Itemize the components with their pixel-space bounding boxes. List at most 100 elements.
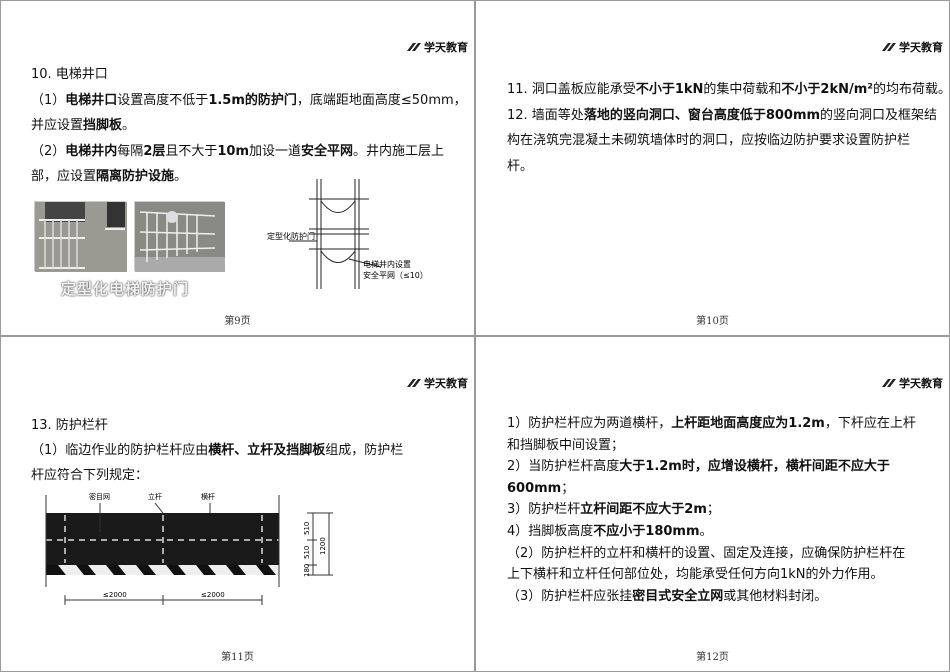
text: 2）当防护栏杆高度 (507, 459, 620, 475)
text: 12. 墙面等处 (507, 107, 584, 123)
text-line: 2）当防护栏杆高度大于1.2m时，应增设横杆，横杆间距不应大于 (507, 456, 916, 478)
text: 。 (122, 118, 136, 133)
bold-text: 立杆间距不应大于2m (580, 502, 707, 518)
bold-text: 挡脚板 (83, 118, 123, 133)
text-line: （1）临边作业的防护栏杆应由横杆、立杆及挡脚板组成，防护栏 (31, 438, 403, 463)
text: ，底端距地面高度≤50mm， (296, 92, 467, 108)
bold-text: 电梯井内 (65, 143, 118, 159)
text: （2）防护栏杆的立杆和横杆的设置、固定及连接，应确保防护栏杆在 (507, 545, 906, 561)
logo-icon (882, 43, 896, 51)
text: （1）临边作业的防护栏杆应由 (31, 443, 209, 458)
text: ； (561, 480, 575, 496)
text: 每隔 (117, 143, 144, 159)
slide-body: 11. 洞口盖板应能承受不小于1kN的集中荷载和不小于2kN/m²的均布荷载。1… (507, 77, 950, 179)
elevator-shaft-diagram: 定型化防护门 电梯井内设置 安全平网（≤10） (267, 179, 428, 289)
text: 的集中荷载和 (703, 82, 782, 97)
guardrail-diagram: 密目网 立杆 横杆 ≤2000 ≤2000 510 510 180 1200 (45, 492, 333, 605)
text: 4）挡脚板高度 (507, 523, 594, 539)
text: 设置高度不低于 (117, 92, 209, 108)
text: 组成，防护栏 (325, 443, 404, 458)
door-label: 定型化防护门 (267, 231, 315, 241)
bold-text: 电梯井口 (65, 92, 118, 108)
text-line: （1）电梯井口设置高度不低于1.5m的防护门，底端距地面高度≤50mm， (31, 88, 467, 114)
text-line: 并应设置挡脚板。 (31, 113, 467, 139)
logo-icon (407, 379, 421, 387)
text-line: 10. 电梯井口 (31, 62, 467, 88)
span-label-1: ≤2000 (103, 591, 127, 599)
text-line: （2）防护栏杆的立杆和横杆的设置、固定及连接，应确保防护栏杆在 (507, 543, 916, 565)
text: 。 (699, 523, 713, 539)
slide-body: 1）防护栏杆应为两道横杆，上杆距地面高度应为1.2m，下杆应在上杆和挡脚板中间设… (507, 413, 916, 607)
brand-logo: 学天教育 (882, 39, 943, 55)
text-line: 杆应符合下列规定： (31, 463, 403, 488)
text: 构在浇筑完混凝土未砌筑墙体时的洞口，应按临边防护要求设置防护栏 (507, 133, 911, 148)
slide-page-9: 学天教育 10. 电梯井口 （1）电梯井口设置高度不低于1.5m的防护门，底端距地… (0, 0, 475, 336)
slide-page-10: 学天教育 11. 洞口盖板应能承受不小于1kN的集中荷载和不小于2kN/m²的均… (475, 0, 950, 336)
bold-text: 密目式安全立网 (632, 588, 724, 604)
elevator-door-photo-1 (34, 201, 127, 272)
brand-name: 学天教育 (424, 377, 468, 390)
dim-510-upper: 510 (303, 522, 311, 535)
text-line: 部，应设置隔离防护设施。 (31, 164, 467, 190)
dim-180: 180 (303, 564, 311, 577)
text: 并应设置 (31, 118, 84, 133)
text-line: 4）挡脚板高度不应小于180mm。 (507, 521, 916, 543)
bold-text: 安全平网 (301, 143, 354, 159)
page-number: 第10页 (696, 316, 729, 327)
text-line: 13. 防护栏杆 (31, 413, 403, 438)
text: （1） (31, 92, 66, 108)
text: 。 (174, 169, 188, 184)
net-label: 电梯井内设置 (363, 259, 411, 269)
post-label: 立杆 (148, 492, 162, 501)
net-label: 密目网 (89, 492, 110, 501)
dim-1200: 1200 (319, 537, 327, 555)
slide-body: 10. 电梯井口 （1）电梯井口设置高度不低于1.5m的防护门，底端距地面高度≤5… (31, 62, 467, 190)
text-line: （3）防护栏杆应张挂密目式安全立网或其他材料封闭。 (507, 586, 916, 608)
logo-icon (407, 43, 421, 51)
brand-logo: 学天教育 (407, 39, 468, 55)
text: 。井内施工层上 (353, 143, 445, 159)
net-label-2: 安全平网（≤10） (363, 270, 428, 280)
bold-text: 2层 (143, 143, 166, 159)
page-number: 第9页 (224, 316, 251, 327)
brand-name: 学天教育 (899, 41, 943, 54)
bold-text: 10m (217, 143, 250, 159)
brand-logo: 学天教育 (882, 375, 943, 391)
bold-text: 隔离防护设施 (96, 169, 175, 184)
slide-page-11: 学天教育 13. 防护栏杆 （1）临边作业的防护栏杆应由横杆、立杆及挡脚板组成，防… (0, 336, 475, 672)
text: 杆应符合下列规定： (31, 468, 149, 483)
text: 杆。 (507, 158, 534, 174)
text-line: 上下横杆和立杆任何部位处，均能承受任何方向1kN的外力作用。 (507, 564, 916, 586)
text-line: （2）电梯井内每隔2层且不大于10m加设一道安全平网。井内施工层上 (31, 139, 467, 165)
text: ； (706, 502, 720, 518)
bold-text: 落地的竖向洞口、窗台高度低于800mm (583, 107, 821, 123)
bold-text: 不小于2kN/m² (781, 82, 873, 97)
text: 13. 防护栏杆 (31, 418, 108, 433)
text: 的均布荷载。 (872, 82, 950, 97)
bold-text: 600mm (507, 480, 562, 496)
page-number: 第11页 (221, 652, 254, 663)
photo-caption: 定型化电梯防护门 (61, 280, 190, 298)
text-line: 1）防护栏杆应为两道横杆，上杆距地面高度应为1.2m，下杆应在上杆 (507, 413, 916, 435)
slide-page-12: 学天教育 1）防护栏杆应为两道横杆，上杆距地面高度应为1.2m，下杆应在上杆和挡… (475, 336, 950, 672)
text: 加设一道 (249, 143, 302, 159)
slide-body: 13. 防护栏杆 （1）临边作业的防护栏杆应由横杆、立杆及挡脚板组成，防护栏杆应符… (31, 413, 403, 488)
text: （2） (31, 143, 66, 159)
brand-name: 学天教育 (424, 41, 468, 54)
bold-text: 不小于1kN (635, 82, 704, 97)
text-line: 12. 墙面等处落地的竖向洞口、窗台高度低于800mm的竖向洞口及框架结 (507, 103, 950, 129)
text: 上下横杆和立杆任何部位处，均能承受任何方向1kN的外力作用。 (507, 567, 884, 583)
elevator-door-photo-2 (134, 201, 225, 272)
text: 10. 电梯井口 (31, 67, 108, 82)
text-line: 11. 洞口盖板应能承受不小于1kN的集中荷载和不小于2kN/m²的均布荷载。 (507, 77, 950, 103)
text: 3）防护栏杆 (507, 502, 581, 518)
dim-510-lower: 510 (303, 546, 311, 559)
text: 11. 洞口盖板应能承受 (507, 82, 636, 97)
text: 部，应设置 (31, 169, 97, 184)
bold-text: 不应小于180mm (593, 523, 700, 539)
text-line: 构在浇筑完混凝土未砌筑墙体时的洞口，应按临边防护要求设置防护栏 (507, 128, 950, 154)
text-line: 杆。 (507, 154, 950, 180)
rail-label: 横杆 (201, 492, 215, 501)
text-line: 和挡脚板中间设置； (507, 435, 916, 457)
text: 或其他材料封闭。 (723, 588, 828, 604)
